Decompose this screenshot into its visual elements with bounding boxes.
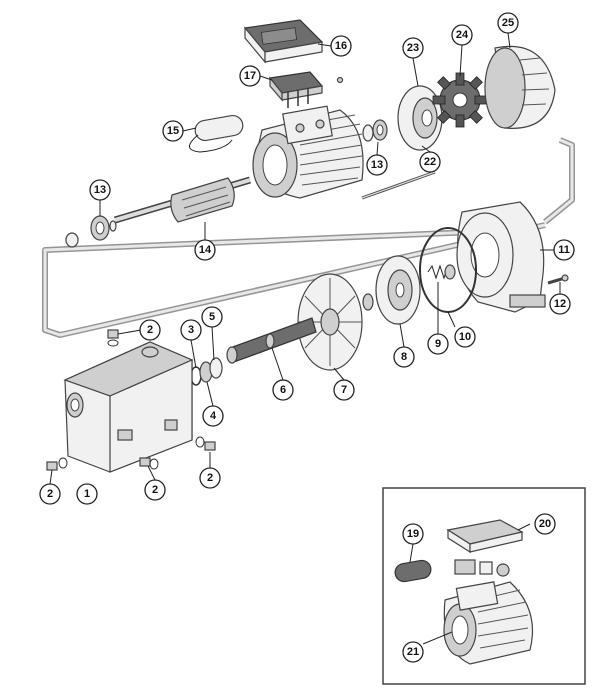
callout-21: 21 <box>402 641 424 663</box>
callout-13-upper: 13 <box>366 154 388 176</box>
capacitor <box>189 114 244 153</box>
callout-13-lower: 13 <box>89 179 111 201</box>
cooling-fan <box>432 72 488 128</box>
svg-text:13: 13 <box>94 184 106 196</box>
drain-plugs <box>46 329 216 471</box>
callout-3: 3 <box>180 319 202 341</box>
pump-body <box>456 201 546 313</box>
svg-text:23: 23 <box>407 42 419 54</box>
callout-17: 17 <box>239 65 261 87</box>
impeller <box>297 273 374 371</box>
callout-2-left: 2 <box>39 483 61 505</box>
svg-text:24: 24 <box>456 29 469 41</box>
terminal-box-cover <box>243 19 324 64</box>
svg-text:16: 16 <box>335 40 347 52</box>
svg-text:6: 6 <box>280 384 286 396</box>
callouts: 16 17 15 23 24 25 22 13 13 14 11 12 10 9… <box>39 12 575 663</box>
svg-text:10: 10 <box>459 331 471 343</box>
svg-text:3: 3 <box>188 324 194 336</box>
fan-end-cover <box>397 85 443 151</box>
callout-24: 24 <box>451 24 473 46</box>
diffuser <box>375 255 421 325</box>
callout-12: 12 <box>549 293 571 315</box>
callout-23: 23 <box>402 37 424 59</box>
svg-text:12: 12 <box>554 298 566 310</box>
svg-text:19: 19 <box>407 528 419 540</box>
tie-rod <box>361 170 436 200</box>
callout-4: 4 <box>202 405 224 427</box>
callout-19: 19 <box>402 523 424 545</box>
svg-text:20: 20 <box>539 518 551 530</box>
callout-10: 10 <box>454 326 476 348</box>
screw <box>547 274 569 285</box>
svg-text:1: 1 <box>84 488 90 500</box>
svg-text:4: 4 <box>210 410 217 422</box>
pump-housing <box>63 341 194 473</box>
callout-14: 14 <box>194 239 216 261</box>
callout-6: 6 <box>272 379 294 401</box>
motor-stator <box>252 105 364 199</box>
svg-text:25: 25 <box>502 17 514 29</box>
callout-22: 22 <box>419 151 441 173</box>
svg-text:7: 7 <box>341 384 347 396</box>
seal-rings <box>190 357 223 386</box>
svg-text:2: 2 <box>152 484 158 496</box>
callout-11: 11 <box>553 239 575 261</box>
callout-25: 25 <box>497 12 519 34</box>
terminal-board <box>268 71 344 108</box>
svg-text:11: 11 <box>558 244 570 256</box>
callout-5: 5 <box>201 306 223 328</box>
callout-2-mid: 2 <box>144 479 166 501</box>
bearing-upper <box>362 119 388 142</box>
callout-7: 7 <box>333 379 355 401</box>
svg-text:22: 22 <box>424 156 436 168</box>
callout-8: 8 <box>393 346 415 368</box>
callout-16: 16 <box>330 35 352 57</box>
svg-text:2: 2 <box>47 488 53 500</box>
bearing-lower <box>65 215 117 248</box>
svg-text:8: 8 <box>401 351 407 363</box>
callout-20: 20 <box>534 513 556 535</box>
svg-text:21: 21 <box>407 646 419 658</box>
svg-text:13: 13 <box>371 159 383 171</box>
svg-text:2: 2 <box>147 324 153 336</box>
callout-1: 1 <box>76 483 98 505</box>
leader-lines <box>49 32 561 645</box>
fan-cover <box>484 45 556 129</box>
callout-2-top: 2 <box>139 319 161 341</box>
svg-text:5: 5 <box>209 311 215 323</box>
svg-text:15: 15 <box>167 125 179 137</box>
svg-text:14: 14 <box>199 244 212 256</box>
rotor-shaft <box>114 176 251 224</box>
svg-text:17: 17 <box>244 70 256 82</box>
mechanical-seal <box>427 264 456 280</box>
callout-9: 9 <box>427 333 449 355</box>
svg-text:9: 9 <box>435 338 441 350</box>
svg-text:2: 2 <box>207 472 213 484</box>
venturi-tube <box>226 317 317 364</box>
callout-2-right: 2 <box>199 467 221 489</box>
callout-15: 15 <box>162 120 184 142</box>
